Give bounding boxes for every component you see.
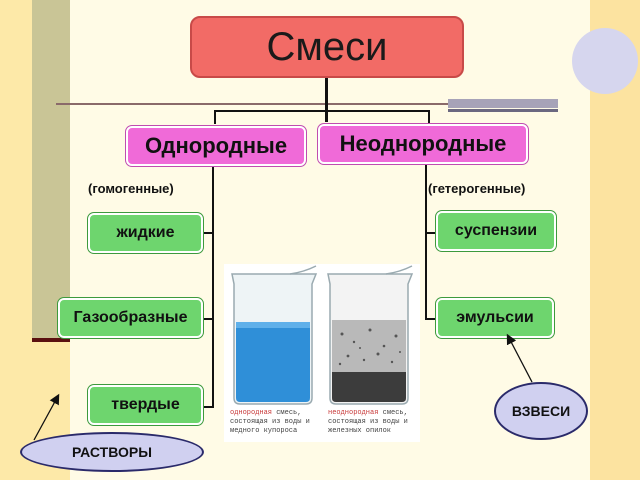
left-spout — [289, 265, 317, 275]
left-spine — [212, 166, 214, 408]
item-solid: твердые — [88, 385, 203, 425]
homogeneous-subtitle: (гомогенные) — [88, 181, 174, 196]
heterogeneous-subtitle: (гетерогенные) — [428, 181, 526, 196]
right-spout — [385, 265, 413, 275]
item-liquid: жидкие — [88, 213, 203, 253]
blue-solution — [236, 322, 310, 402]
right-tick-2 — [425, 318, 437, 320]
right-caption: неоднородная смесь, состоящая из воды и … — [328, 409, 408, 435]
beakers-illustration — [231, 265, 414, 405]
category-homogeneous: Однородные — [126, 126, 306, 166]
header-rule-bar — [448, 99, 558, 108]
left-branch-connector — [214, 110, 216, 124]
title-connector — [325, 78, 328, 122]
oval-suspensions: ВЗВЕСИ — [494, 382, 588, 440]
iron-particles — [338, 328, 401, 366]
left-caption: однородная смесь, состоящая из воды и ме… — [230, 409, 310, 435]
decorative-circle — [572, 28, 638, 94]
left-tick-3 — [203, 406, 213, 408]
header-rule — [56, 103, 556, 105]
left-tick-1 — [203, 232, 213, 234]
arrow-to-suspensions — [506, 333, 533, 383]
left-stripe-accent — [32, 338, 70, 342]
right-spine — [425, 162, 427, 320]
left-tick-2 — [203, 318, 213, 320]
item-gaseous: Газообразные — [58, 298, 203, 338]
header-rule-bar-shadow — [448, 109, 558, 112]
item-emulsions: эмульсии — [436, 298, 554, 338]
item-suspensions: суспензии — [436, 211, 556, 251]
right-branch-connector — [428, 110, 430, 124]
category-heterogeneous: Неоднородные — [318, 124, 528, 164]
left-stripe — [32, 0, 70, 340]
iron-sediment — [332, 372, 406, 402]
beakers-photo: однородная смесь, состоящая из воды и ме… — [224, 264, 420, 442]
title-box: Смеси — [190, 16, 464, 78]
oval-solutions: РАСТВОРЫ — [20, 432, 204, 472]
right-tick-1 — [425, 232, 437, 234]
blue-surface — [236, 322, 310, 328]
arrow-to-solutions — [33, 393, 60, 441]
branch-connector — [214, 110, 429, 112]
